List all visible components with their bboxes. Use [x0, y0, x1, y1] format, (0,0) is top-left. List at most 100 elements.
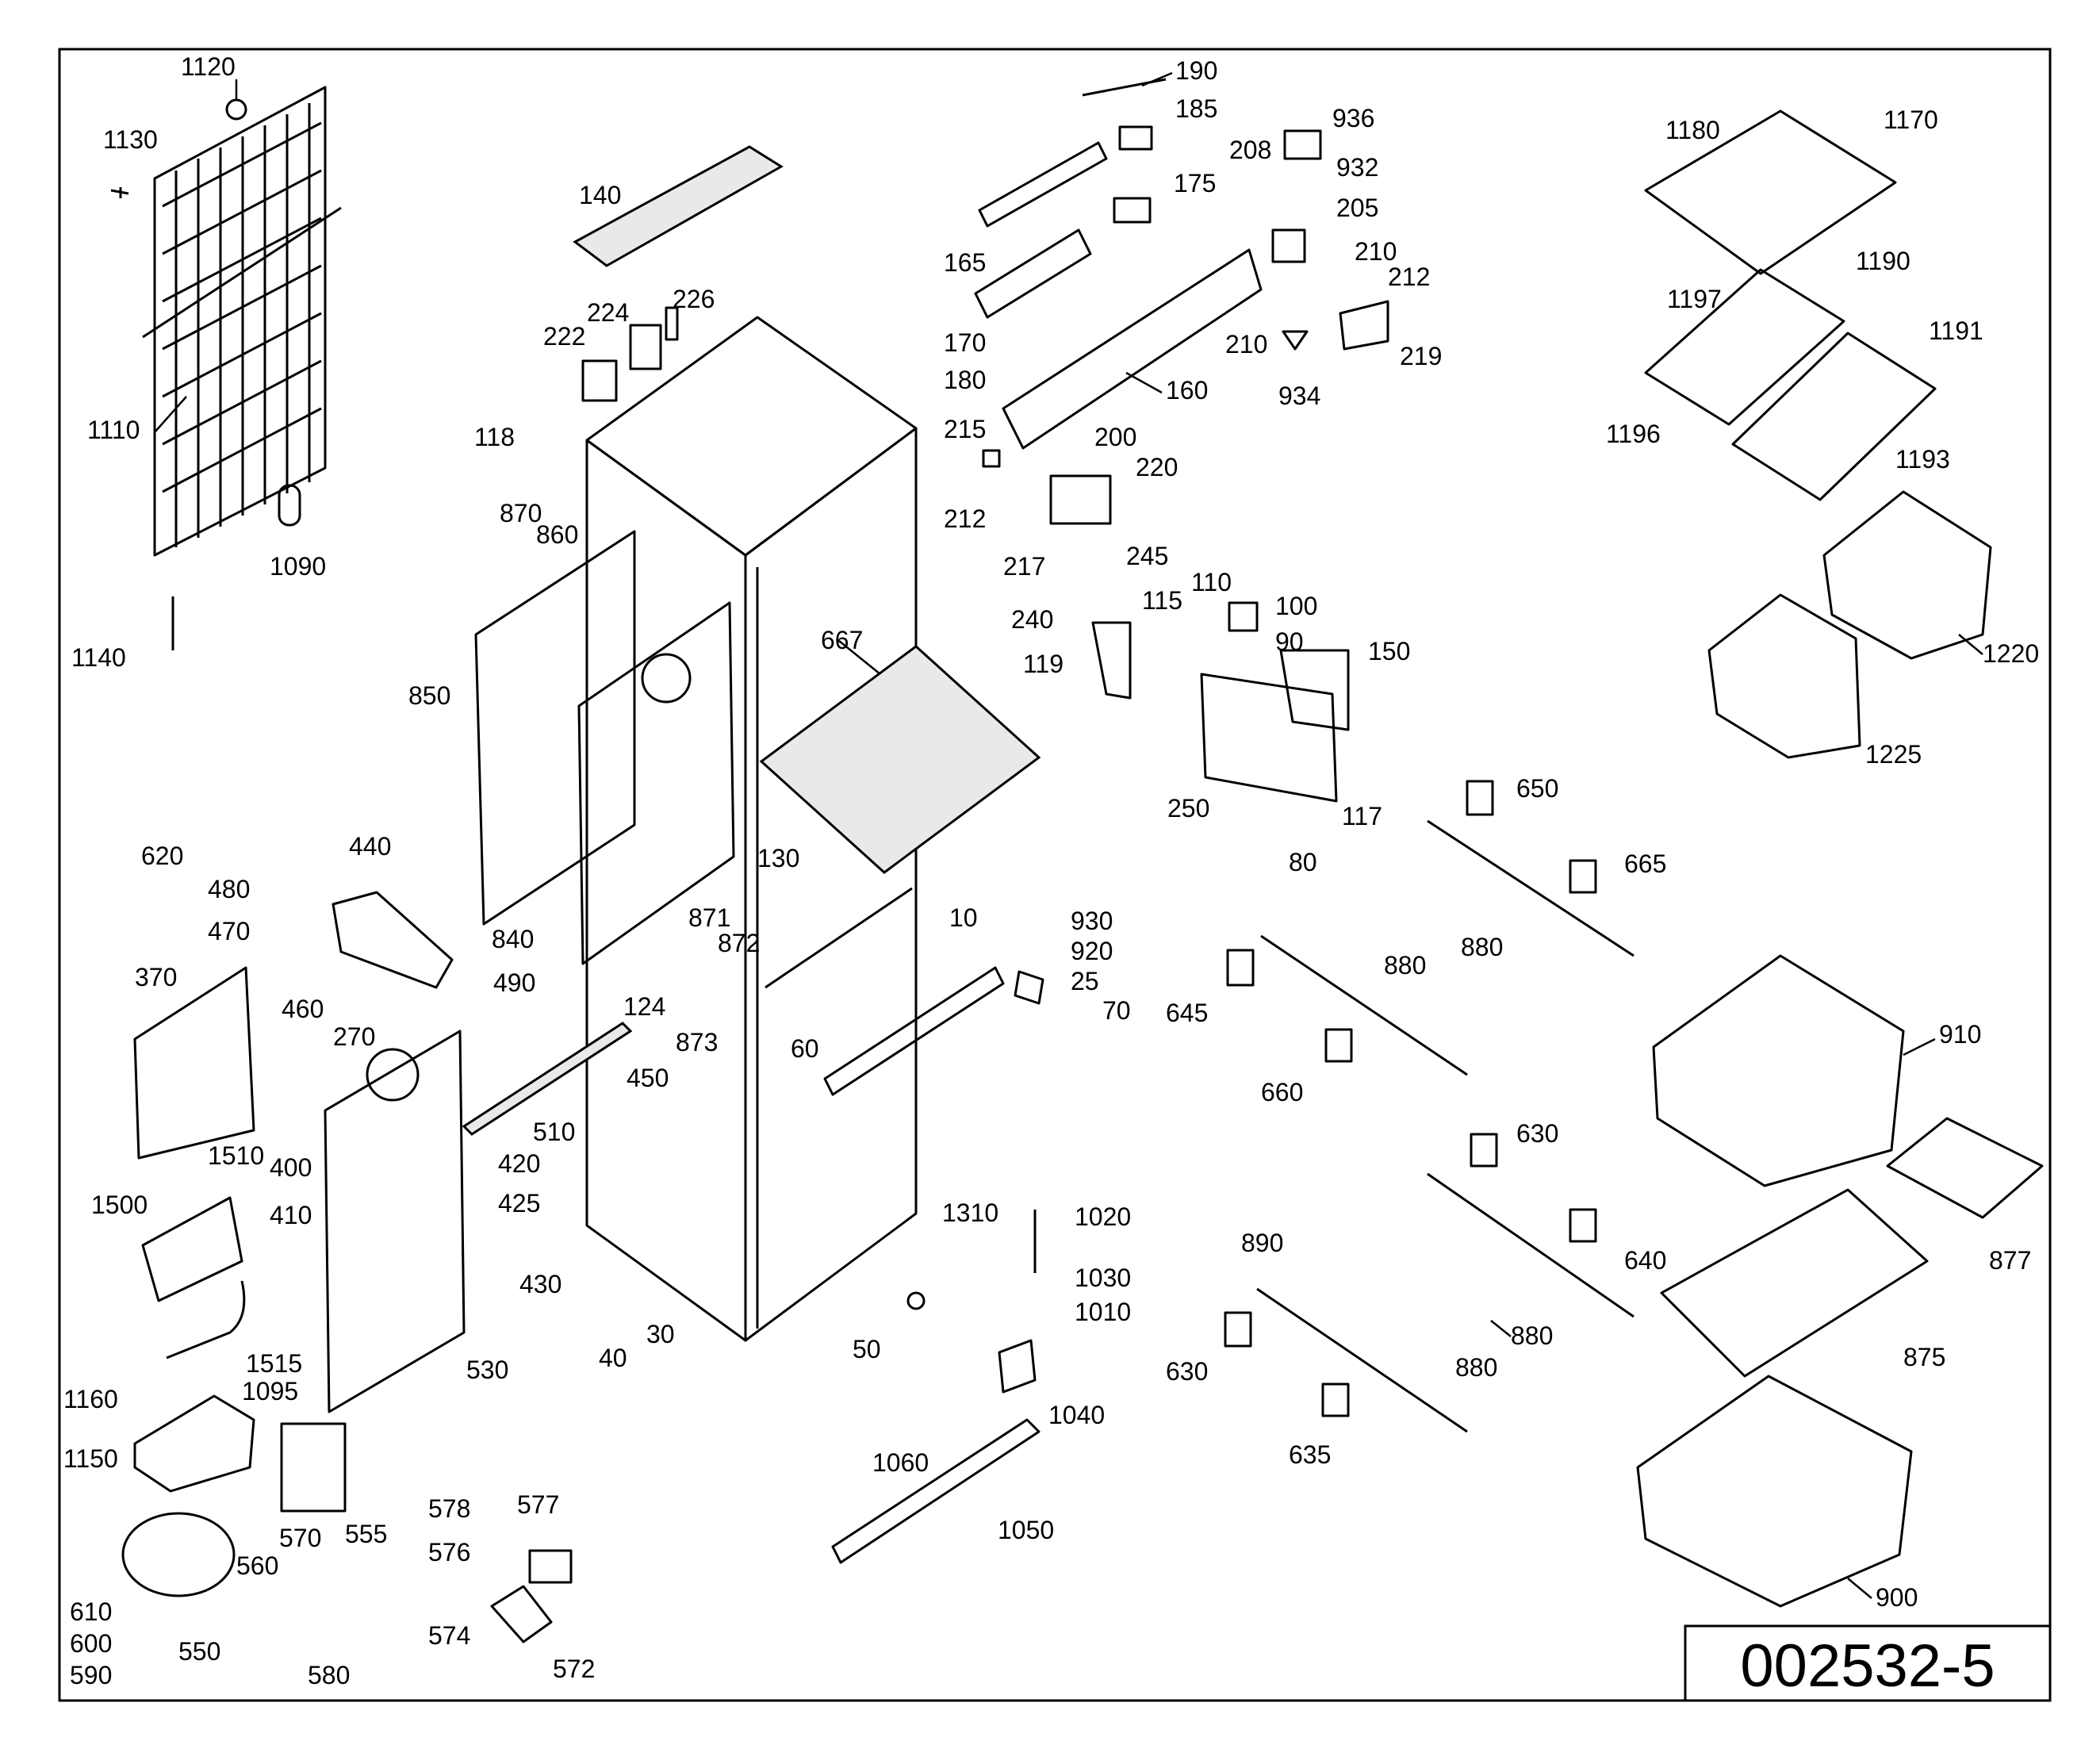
callout-200: 200 [1094, 423, 1136, 451]
callout-1095: 1095 [242, 1377, 298, 1405]
callout-610: 610 [70, 1597, 112, 1626]
bin-1220 [1822, 490, 1992, 660]
callout-877: 877 [1989, 1246, 2031, 1275]
callout-370: 370 [135, 963, 177, 991]
drawer-900 [1636, 1375, 1913, 1608]
callout-577: 577 [517, 1490, 559, 1519]
callout-667: 667 [821, 626, 863, 654]
callout-934: 934 [1278, 382, 1320, 410]
callout-600: 600 [70, 1629, 112, 1658]
evaporator-cover [577, 601, 735, 965]
callout-555: 555 [345, 1520, 387, 1548]
callout-480: 480 [208, 875, 250, 903]
drawer-frame [1660, 1188, 1929, 1378]
callout-410: 410 [270, 1201, 312, 1229]
callout-110: 110 [1191, 568, 1232, 596]
callout-425: 425 [498, 1189, 540, 1218]
rear-panel-lower [324, 1030, 466, 1413]
callout-30: 30 [646, 1320, 675, 1348]
callout-60: 60 [791, 1034, 819, 1063]
callout-880d: 880 [1455, 1353, 1497, 1382]
callout-870: 870 [500, 499, 542, 527]
callout-936: 936 [1332, 104, 1374, 132]
callout-576: 576 [428, 1538, 470, 1567]
callout-115: 115 [1142, 586, 1182, 615]
callout-270: 270 [333, 1022, 375, 1051]
wire-rack [1707, 593, 1861, 759]
callout-117: 117 [1342, 802, 1382, 830]
callout-208: 208 [1229, 136, 1271, 164]
drawing-code-box: 002532-5 [1684, 1624, 2050, 1701]
callout-880a: 880 [1461, 933, 1503, 961]
callout-420: 420 [498, 1149, 540, 1178]
callout-240: 240 [1011, 605, 1053, 634]
callout-460: 460 [282, 995, 324, 1023]
shelf-1193 [1731, 332, 1937, 501]
callout-890: 890 [1241, 1229, 1283, 1257]
callout-1191: 1191 [1929, 316, 1983, 345]
callout-450: 450 [627, 1064, 669, 1092]
callout-440: 440 [349, 832, 391, 861]
callout-80: 80 [1289, 848, 1317, 876]
callout-570: 570 [279, 1524, 321, 1552]
callout-400: 400 [270, 1153, 312, 1182]
thermostat-housing [1200, 673, 1338, 803]
callout-910: 910 [1939, 1020, 1981, 1049]
callout-875: 875 [1903, 1343, 1945, 1371]
callout-25: 25 [1071, 967, 1099, 995]
callout-490: 490 [493, 968, 535, 997]
callout-1220: 1220 [1983, 639, 2039, 668]
callout-165: 165 [944, 248, 986, 277]
callout-190: 190 [1175, 56, 1217, 85]
callout-1120: 1120 [181, 52, 236, 81]
callout-550: 550 [178, 1637, 220, 1666]
kick-plate [831, 1418, 1040, 1564]
callout-210a: 210 [1355, 237, 1397, 266]
heater-bar [462, 1022, 633, 1136]
callout-880b: 880 [1384, 951, 1426, 980]
condenser-coil [110, 86, 342, 650]
callout-185: 185 [1175, 94, 1217, 123]
callout-1060: 1060 [872, 1448, 929, 1477]
callout-245: 245 [1126, 542, 1168, 570]
callout-860: 860 [536, 520, 578, 549]
callout-175: 175 [1174, 169, 1216, 197]
callout-470: 470 [208, 917, 250, 945]
callout-1515: 1515 [246, 1349, 302, 1378]
callout-90: 90 [1275, 627, 1304, 656]
leader-lines [154, 71, 1983, 1599]
control-board [133, 966, 255, 1160]
callout-210b: 210 [1225, 330, 1267, 359]
glass-shelf [759, 645, 1041, 874]
tray-877 [1886, 1117, 2044, 1219]
callout-1500: 1500 [91, 1191, 148, 1219]
callout-580: 580 [308, 1661, 350, 1689]
callout-180: 180 [944, 366, 986, 394]
drawing-code: 002532-5 [1740, 1632, 1995, 1700]
callout-118: 118 [474, 423, 515, 451]
callout-872: 872 [718, 929, 760, 957]
callout-1225: 1225 [1865, 740, 1922, 769]
callout-1130: 1130 [103, 125, 158, 154]
callout-1190: 1190 [1856, 247, 1910, 275]
callout-140: 140 [579, 181, 621, 209]
callout-217: 217 [1003, 552, 1045, 581]
rear-panel-upper [474, 530, 636, 926]
callout-10: 10 [949, 903, 978, 932]
callout-224: 224 [587, 298, 629, 327]
parts-art [110, 78, 2044, 1643]
fan-housing [332, 891, 454, 989]
callout-630a: 630 [1516, 1119, 1558, 1148]
callout-labels: 1120 1130 1110 1090 1140 140 226 224 222… [63, 52, 2039, 1689]
shelf-1196 [1644, 268, 1845, 426]
callout-850: 850 [408, 681, 450, 710]
callout-1170: 1170 [1884, 105, 1938, 134]
diagram-frame [58, 48, 2052, 1702]
callout-530: 530 [466, 1356, 508, 1384]
callout-170: 170 [944, 328, 986, 357]
callout-640: 640 [1624, 1246, 1666, 1275]
shelf-1170 [1644, 109, 1897, 275]
callout-873: 873 [676, 1028, 718, 1056]
callout-130: 130 [757, 844, 799, 872]
